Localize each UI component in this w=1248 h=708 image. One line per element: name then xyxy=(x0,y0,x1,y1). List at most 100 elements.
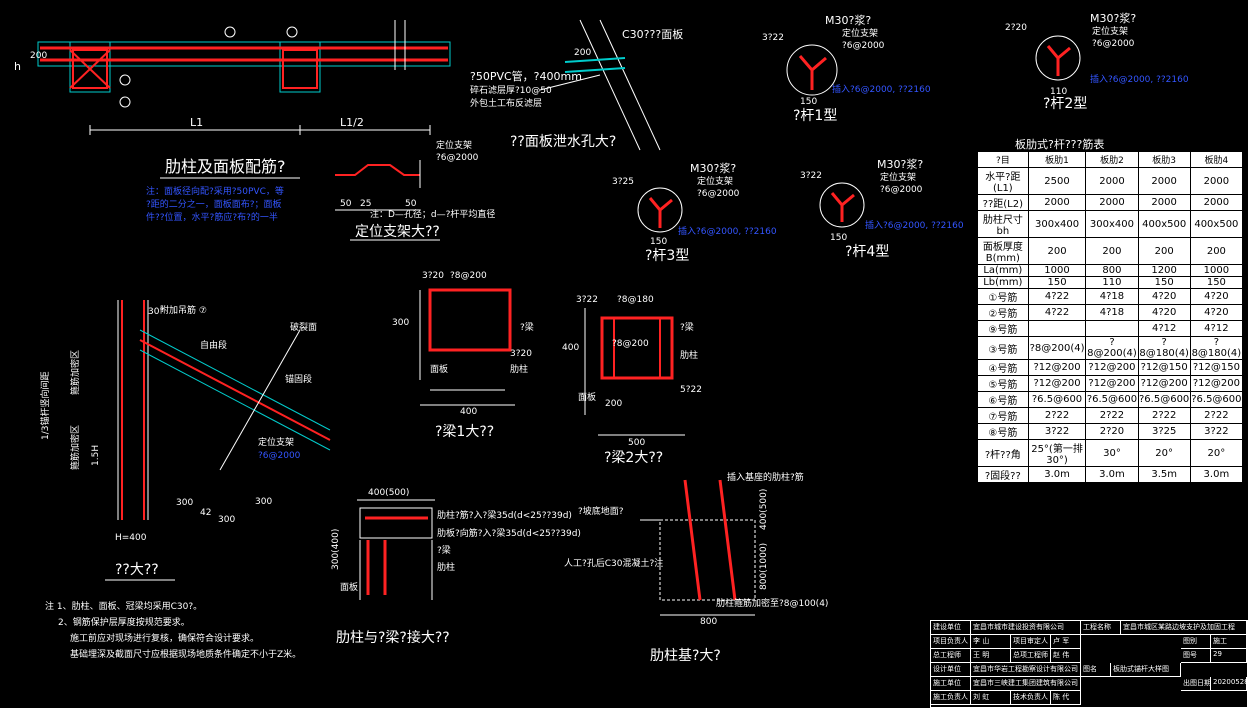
table-cell: 4?12 xyxy=(1189,320,1244,337)
note-support: 注：D—孔径；d—?杆平均直径 xyxy=(370,208,495,220)
spec-3: 插入?6@2000, ??2160 xyxy=(678,225,777,237)
label-b8-200b: ?8@200 xyxy=(612,339,649,349)
tb-value: 宜昌市三峡建工集团建筑有限公司 xyxy=(971,677,1081,691)
table-header: 板肋4 xyxy=(1189,151,1244,168)
tb-label: 图号 xyxy=(1181,649,1211,663)
dim-200-drain: 200 xyxy=(574,48,591,58)
label-slope-ground: ?坡底地面? xyxy=(578,505,624,517)
tb-label: 图别 xyxy=(1181,635,1211,649)
dim-h: h xyxy=(14,60,21,73)
title-anchor2: ?杆2型 xyxy=(1043,96,1087,112)
label-m30-3: M30?浆? xyxy=(690,161,736,175)
rib-tip-2: 肋板?向筋?入?梁35d(d<25??39d) xyxy=(437,527,581,539)
label-extra-hoop: 附加吊筋 ⑦ xyxy=(160,304,207,316)
label-dingwei-4: 定位支架 xyxy=(880,171,916,183)
table-cell: 2000 xyxy=(1189,194,1244,211)
tb-label: 建设单位 xyxy=(931,621,971,635)
dim-300-beam1: 300 xyxy=(392,318,409,328)
note-general-2: 2、钢筋保护层厚度按规范要求。 xyxy=(58,616,190,628)
title-node: ??大?? xyxy=(115,562,159,578)
table-cell: 150 xyxy=(1027,276,1087,289)
table-header: 板肋1 xyxy=(1027,151,1087,168)
table-cell: ?12@150 xyxy=(1189,359,1244,376)
label-322-1: 3?22 xyxy=(762,33,784,43)
dim-150-1: 150 xyxy=(800,97,817,107)
table-cell: La(mm) xyxy=(977,264,1029,277)
tb-value: 20200528 xyxy=(1211,677,1247,691)
table-cell: 2000 xyxy=(1137,194,1191,211)
table-cell: 4?22 xyxy=(1027,288,1087,305)
table-cell: 2500 xyxy=(1027,167,1087,195)
table-cell: 20° xyxy=(1137,439,1191,467)
tb-value: 王 明 xyxy=(971,649,1011,663)
table-cell: ??距(L2) xyxy=(977,194,1029,211)
title-drain: ??面板泄水孔大? xyxy=(510,134,616,150)
dim-150-4: 150 xyxy=(830,233,847,243)
spec-4: 插入?6@2000, ??2160 xyxy=(865,219,964,231)
title-block: 建设单位 宜昌市城市建设投资有限公司 工程名称 宜昌市城区某路边坡支护及加固工程… xyxy=(930,620,1248,708)
label-522: 5?22 xyxy=(680,385,702,395)
tb-value: 卢 军 xyxy=(1051,635,1081,649)
dim-300b: 300 xyxy=(218,515,235,525)
label-325: 3?25 xyxy=(612,177,634,187)
table-cell: ?12@200 xyxy=(1137,375,1191,392)
label-panel-1: 面板 xyxy=(430,363,448,375)
dim-800: 800 xyxy=(700,617,717,627)
table-cell: 300x400 xyxy=(1027,210,1087,238)
label-b6-4: ?6@2000 xyxy=(880,185,923,195)
label-beam-3: ?梁 xyxy=(437,544,451,556)
table-cell: 1000 xyxy=(1189,264,1244,277)
anchor-type-3: M30?浆? 定位支架 ?6@2000 3?25 插入?6@2000, ??21… xyxy=(612,161,777,264)
table-cell: ?8@200(4) xyxy=(1027,336,1087,360)
table-cell: 3?22 xyxy=(1027,423,1087,440)
table-cell: 30° xyxy=(1085,439,1139,467)
table-cell: ?12@200 xyxy=(1027,359,1087,376)
label-panel-2: 面板 xyxy=(578,391,596,403)
title-beam2: ?梁2大?? xyxy=(604,450,663,466)
title-anchor1: ?杆1型 xyxy=(793,108,837,124)
label-220: 2?20 xyxy=(1005,23,1027,33)
tb-value: 29 xyxy=(1211,649,1247,663)
tb-label: 施工单位 xyxy=(931,677,971,691)
table-cell: ?6.5@600 xyxy=(1085,391,1139,408)
spec-2: 插入?6@2000, ??2160 xyxy=(1090,73,1189,85)
table-cell: 4?12 xyxy=(1137,320,1191,337)
beam2-detail: 3?22 ?8@180 ?8@200 400 ?梁 肋柱 面板 200 500 … xyxy=(562,295,702,466)
label-1-5h: 1.5H xyxy=(91,445,101,466)
dim-110: 110 xyxy=(1050,87,1067,97)
table-cell: ⑥号筋 xyxy=(977,391,1029,408)
table-cell: 800 xyxy=(1085,264,1139,277)
support-detail: 50 25 50 定位支架 ?6@2000 注：D—孔径；d—?杆平均直径 定位… xyxy=(335,139,495,241)
table-cell: ?固段?? xyxy=(977,466,1029,483)
table-cell: 3.5m xyxy=(1137,466,1191,483)
table-cell: ?8@200(4) xyxy=(1085,336,1139,360)
dim-500-beam2: 500 xyxy=(628,438,645,448)
label-third-height: 1/3锚杆竖向间距 xyxy=(39,372,51,441)
table-cell: ⑤号筋 xyxy=(977,375,1029,392)
label-panel-3: 面板 xyxy=(340,581,358,593)
table-row: ④号筋?12@200?12@200?12@150?12@150 xyxy=(977,359,1244,376)
tb-value: 宜昌市华岩工程勘察设计有限公司 xyxy=(971,663,1081,677)
title-anchor4: ?杆4型 xyxy=(845,244,889,260)
table-cell: 2?22 xyxy=(1137,407,1191,424)
label-m30-1: M30?浆? xyxy=(825,13,871,27)
label-dingwei-2: 定位支架 xyxy=(1092,25,1128,37)
label-box-dense2: 箍筋加密区 xyxy=(69,425,81,470)
tb-value: 宜昌市城区某路边坡支护及加固工程 xyxy=(1121,621,1247,635)
label-b6-3: ?6@2000 xyxy=(697,189,740,199)
spec-1: 插入?6@2000, ??2160 xyxy=(832,83,931,95)
note-panel-3: 件??位置，水平?筋应?布?的一半 xyxy=(146,211,278,223)
table-cell: 4?20 xyxy=(1137,304,1191,321)
dim-300c: 300 xyxy=(255,497,272,507)
table-cell: 2000 xyxy=(1137,167,1191,195)
label-dingwei: 定位支架 xyxy=(436,139,472,151)
tb-value: 刘 虹 xyxy=(971,691,1011,705)
label-free-seg: 自由段 xyxy=(200,339,227,351)
label-anchor-seg: 锚固段 xyxy=(285,373,312,385)
table-cell: 150 xyxy=(1189,276,1244,289)
